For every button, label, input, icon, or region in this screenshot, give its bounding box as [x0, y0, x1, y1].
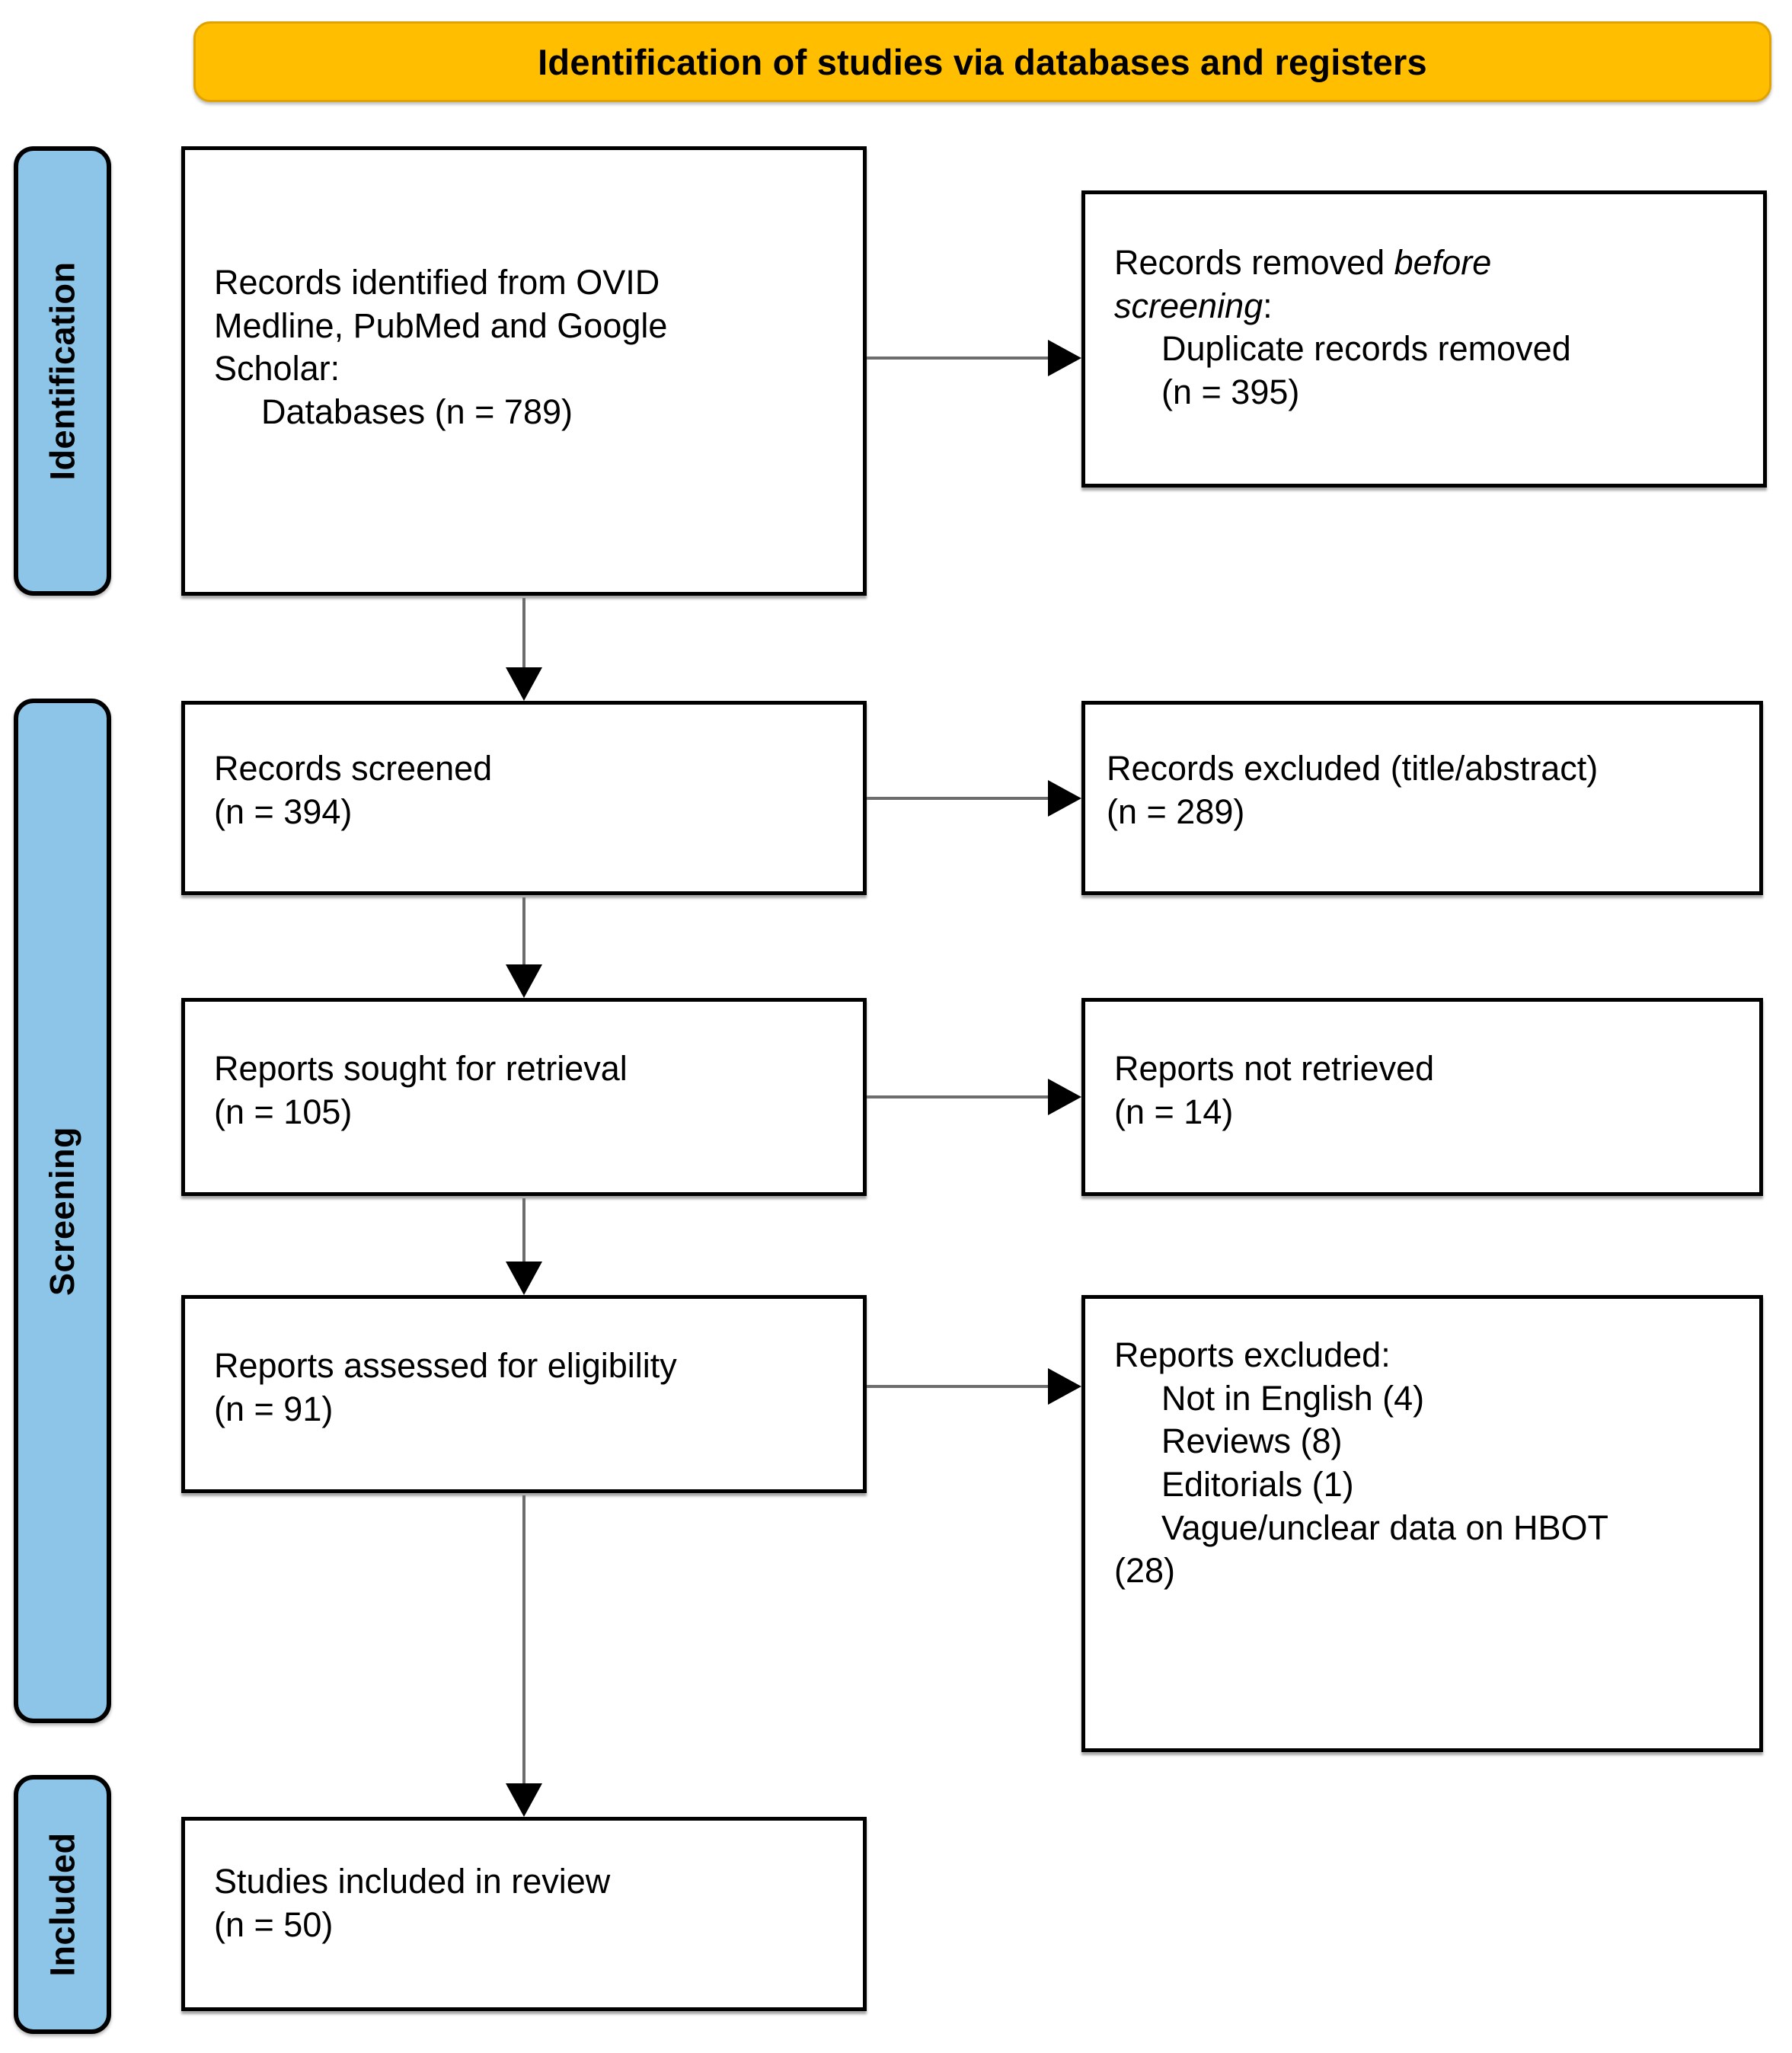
- arrow-down-screened-to-sought: [463, 897, 585, 998]
- arrow-head-right-icon: [1048, 780, 1081, 817]
- studies-included-count: (n = 50): [214, 1904, 334, 1944]
- arrow-down-sought-to-assessed: [463, 1198, 585, 1295]
- arrow-head-down-icon: [506, 667, 542, 701]
- records-screened-label: Records screened: [214, 749, 493, 788]
- reports-excluded-reason-reviews: Reviews (8): [1161, 1421, 1343, 1461]
- records-identified-line3: Scholar:: [214, 349, 340, 389]
- records-removed-italic-before: before: [1394, 243, 1492, 282]
- reports-sought-label: Reports sought for retrieval: [214, 1049, 628, 1088]
- arrow-right-sought-to-not-retrieved: [867, 1074, 1081, 1120]
- box-studies-included-in-review: Studies included in review (n = 50): [181, 1817, 867, 2011]
- arrow-shaft: [522, 1198, 525, 1262]
- box-reports-sought-text: Reports sought for retrieval (n = 105): [214, 1047, 849, 1134]
- arrow-shaft: [867, 1095, 1048, 1098]
- box-reports-excluded-reasons: Reports excluded: Not in English (4) Rev…: [1081, 1295, 1763, 1752]
- box-records-identified-text: Records identified from OVID Medline, Pu…: [214, 261, 849, 434]
- stage-label-included-text: Included: [43, 1832, 82, 1977]
- arrow-down-assessed-to-included: [463, 1495, 585, 1817]
- arrow-head-right-icon: [1048, 1079, 1081, 1115]
- box-records-removed-text: Records removed before screening: Duplic…: [1114, 241, 1749, 414]
- box-records-identified: Records identified from OVID Medline, Pu…: [181, 146, 867, 596]
- duplicate-records-removed-count: (n = 395): [1161, 373, 1300, 412]
- records-identified-line2: Medline, PubMed and Google: [214, 305, 668, 345]
- reports-excluded-reason-not-in-english: Not in English (4): [1161, 1378, 1425, 1418]
- arrow-right-assessed-to-reports-excluded: [867, 1364, 1081, 1409]
- diagram-title: Identification of studies via databases …: [538, 41, 1427, 82]
- arrow-shaft: [867, 357, 1048, 360]
- reports-not-retrieved-count: (n = 14): [1114, 1092, 1234, 1131]
- records-removed-italic-screening: screening: [1114, 286, 1263, 325]
- arrow-head-right-icon: [1048, 1368, 1081, 1405]
- box-records-excluded-text: Records excluded (title/abstract) (n = 2…: [1107, 747, 1746, 833]
- arrow-shaft: [522, 897, 525, 964]
- stage-label-identification: Identification: [14, 146, 111, 596]
- records-excluded-label: Records excluded (title/abstract): [1107, 749, 1599, 788]
- records-identified-line1: Records identified from OVID: [214, 263, 660, 302]
- studies-included-label: Studies included in review: [214, 1862, 611, 1901]
- reports-assessed-count: (n = 91): [214, 1389, 334, 1428]
- arrow-head-down-icon: [506, 964, 542, 998]
- arrow-right-screened-to-excluded: [867, 775, 1081, 821]
- box-reports-not-retrieved: Reports not retrieved (n = 14): [1081, 998, 1763, 1196]
- arrow-shaft: [522, 598, 525, 667]
- arrow-right-identified-to-removed: [867, 335, 1081, 381]
- box-reports-assessed-for-eligibility: Reports assessed for eligibility (n = 91…: [181, 1295, 867, 1493]
- arrow-shaft: [867, 797, 1048, 800]
- reports-assessed-label: Reports assessed for eligibility: [214, 1346, 677, 1385]
- reports-excluded-reason-editorials: Editorials (1): [1161, 1465, 1354, 1505]
- records-removed-colon: :: [1263, 286, 1273, 325]
- box-reports-sought-for-retrieval: Reports sought for retrieval (n = 105): [181, 998, 867, 1196]
- box-records-removed-before-screening: Records removed before screening: Duplic…: [1081, 190, 1767, 488]
- box-studies-included-text: Studies included in review (n = 50): [214, 1860, 849, 1946]
- arrow-down-identified-to-screened: [463, 598, 585, 701]
- reports-excluded-heading: Reports excluded:: [1114, 1335, 1391, 1374]
- reports-excluded-reason-vague-hbot-count: (28): [1114, 1551, 1176, 1591]
- reports-sought-count: (n = 105): [214, 1092, 353, 1131]
- arrow-shaft: [867, 1385, 1048, 1388]
- diagram-header-banner: Identification of studies via databases …: [193, 21, 1771, 102]
- arrow-head-down-icon: [506, 1262, 542, 1295]
- stage-label-screening: Screening: [14, 699, 111, 1723]
- arrow-head-right-icon: [1048, 340, 1081, 376]
- reports-excluded-reason-vague-hbot: Vague/unclear data on HBOT: [1161, 1508, 1609, 1547]
- records-removed-lead: Records removed: [1114, 243, 1394, 282]
- arrow-head-down-icon: [506, 1783, 542, 1817]
- records-excluded-count: (n = 289): [1107, 791, 1245, 831]
- arrow-shaft: [522, 1495, 525, 1783]
- stage-label-screening-text: Screening: [43, 1126, 82, 1296]
- stage-label-included: Included: [14, 1775, 111, 2034]
- stage-label-identification-text: Identification: [43, 261, 81, 481]
- box-reports-excluded-reasons-text: Reports excluded: Not in English (4) Rev…: [1114, 1334, 1746, 1593]
- box-records-screened: Records screened (n = 394): [181, 701, 867, 895]
- records-identified-databases-count: Databases (n = 789): [261, 392, 573, 432]
- duplicate-records-removed-label: Duplicate records removed: [1161, 329, 1571, 369]
- box-reports-assessed-text: Reports assessed for eligibility (n = 91…: [214, 1345, 849, 1431]
- box-reports-not-retrieved-text: Reports not retrieved (n = 14): [1114, 1047, 1746, 1134]
- box-records-excluded-title-abstract: Records excluded (title/abstract) (n = 2…: [1081, 701, 1763, 895]
- box-records-screened-text: Records screened (n = 394): [214, 747, 849, 833]
- reports-not-retrieved-label: Reports not retrieved: [1114, 1049, 1435, 1088]
- records-screened-count: (n = 394): [214, 791, 353, 831]
